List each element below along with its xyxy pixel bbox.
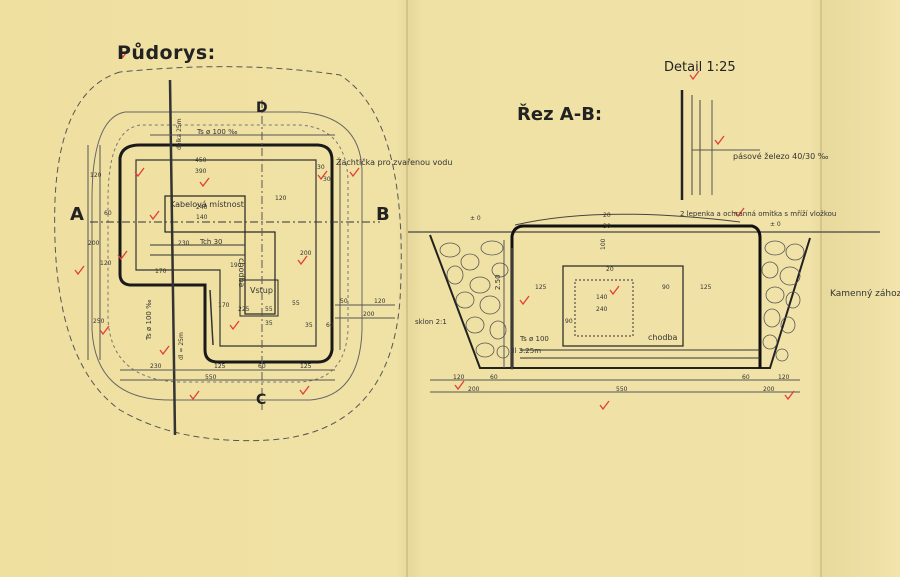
section-stones-right — [761, 240, 805, 362]
plan-dim: 170 — [218, 302, 230, 309]
plan-section-mark-d: D — [256, 100, 268, 116]
plan-dim: 55 — [292, 300, 300, 307]
section-pipe-note: Ts ø 100 — [520, 335, 549, 343]
plan-dim: 200 — [88, 240, 100, 247]
slope-note: sklon 2:1 — [415, 318, 447, 326]
detail-title: Detail 1:25 — [664, 60, 736, 75]
section-dim: 120 — [778, 374, 790, 381]
plan-corridor — [244, 231, 276, 315]
plan-dim: 35 — [305, 322, 313, 329]
plan-pipe-note-bottom: Ts ø 100 ‰ — [145, 299, 153, 340]
section-dim: 240 — [596, 306, 608, 313]
section-dim: 100 — [600, 238, 607, 250]
level-left: ± 0 — [470, 215, 481, 222]
plan-dim: 60 — [258, 363, 266, 370]
plan-dim: 60 — [326, 322, 334, 329]
plan-dim: 550 — [205, 374, 217, 381]
plan-mid-contour — [91, 111, 363, 401]
level-right: ± 0 — [770, 221, 781, 228]
plan-dim: 230 — [178, 240, 190, 247]
section-pipe-length: dl 3.25m — [510, 347, 542, 355]
section-dim: 120 — [453, 374, 465, 381]
plan-dim: 55 — [265, 306, 273, 313]
plan-pipe-length-top: délka 25m — [176, 118, 183, 150]
plan-cable-room-label: Kabelová místnost — [170, 200, 244, 209]
plan-entrance-label: Vstup — [250, 286, 273, 295]
section-bunker — [510, 224, 762, 368]
section-dim: 60 — [490, 374, 498, 381]
plan-dim: 60 — [104, 210, 112, 217]
plan-dim: 230 — [150, 363, 162, 370]
plan-bunker-walls — [118, 143, 334, 364]
plan-dim: 125 — [300, 363, 312, 370]
plan-dim: 450 — [195, 157, 207, 164]
paper-fold — [820, 0, 822, 577]
plan-pipe-note-top: Ts ø 100 ‰ — [197, 128, 238, 136]
section-dim: 125 — [535, 284, 547, 291]
section-dim: 200 — [763, 386, 775, 393]
plan-pipe-length-bottom: dl = 25m — [178, 332, 185, 360]
section-dim: 60 — [742, 374, 750, 381]
section-dim: 90 — [662, 284, 670, 291]
plan-dim: 120 — [374, 298, 386, 305]
plan-cable-room — [164, 195, 246, 233]
section-stones-left — [439, 240, 510, 359]
plan-dim: 390 — [195, 168, 207, 175]
section-dim: 550 — [616, 386, 628, 393]
section-dim: 125 — [700, 284, 712, 291]
plan-dim: 240 — [196, 204, 208, 211]
section-dim: 200 — [468, 386, 480, 393]
plan-dim: 120 — [100, 260, 112, 267]
plan-dim: 125 — [214, 363, 226, 370]
section-inner-room — [562, 265, 684, 347]
plan-outer-contour — [54, 66, 402, 442]
plaster-note: 2 lepenka a ochranná omítka s mříží vlož… — [680, 210, 837, 218]
section-dim: 30 — [603, 223, 611, 230]
plan-inner-contour — [107, 124, 349, 383]
plan-dim: 190 — [230, 262, 242, 269]
plan-title: Půdorys: — [117, 42, 216, 64]
section-excavation — [429, 234, 811, 369]
detail-note: pásové železo 40/30 ‰ — [733, 152, 829, 161]
section-dim: 20 — [603, 212, 611, 219]
plan-section-mark-b: B — [376, 204, 390, 225]
plan-section-mark-a: A — [70, 204, 84, 225]
section-dim: 140 — [596, 294, 608, 301]
section-dim: 20 — [606, 266, 614, 273]
plan-dim: 120 — [90, 172, 102, 179]
stone-fill-note: Kamenný zához — [830, 289, 900, 299]
plan-drain-note: Žachtička pro zvařenou vodu — [336, 158, 453, 167]
plan-dim: 200 — [300, 250, 312, 257]
plan-tch-label: Tch 30 — [200, 238, 223, 246]
plan-dim: 120 — [275, 195, 287, 202]
plan-dim: 225 — [238, 306, 250, 313]
plan-dim: 50 — [340, 298, 348, 305]
plan-section-mark-c: C — [256, 392, 267, 408]
plan-dim: 250 — [93, 318, 105, 325]
plan-dim: 35 — [265, 320, 273, 327]
plan-dim: 30 — [317, 164, 325, 171]
section-dim: 90 — [565, 318, 573, 325]
plan-pipe — [168, 79, 177, 436]
plan-dim: 30 — [323, 176, 331, 183]
paper-fold — [406, 0, 408, 577]
section-height-label: 2.50 — [494, 274, 502, 290]
plan-dim: 200 — [363, 311, 375, 318]
plan-dim: 170 — [155, 268, 167, 275]
section-corridor-label: chodba — [648, 333, 678, 342]
red-check-marks — [74, 48, 795, 411]
plan-dim: 140 — [196, 214, 208, 221]
section-title: Řez A-B: — [517, 104, 603, 125]
